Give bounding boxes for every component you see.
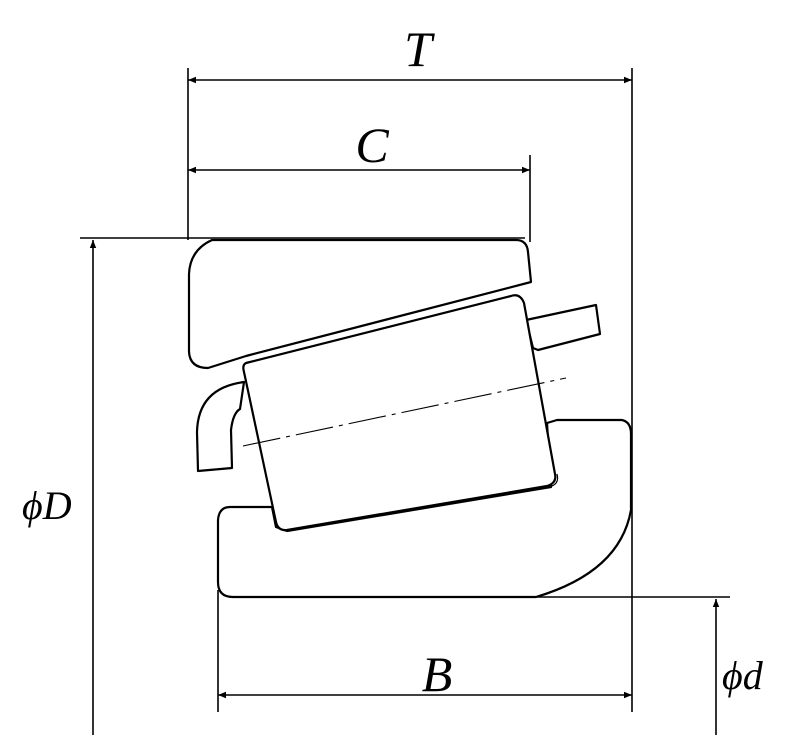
dimension-T: T	[188, 21, 632, 84]
inner-ring-rib-curve	[547, 473, 559, 488]
dimension-B: B	[218, 646, 632, 702]
dimension-d: ϕd	[712, 599, 764, 735]
dimension-C: C	[188, 117, 530, 174]
outer-ring	[187, 238, 533, 370]
label-T: T	[404, 21, 435, 77]
label-phi-d: ϕd	[722, 653, 764, 698]
label-phi-D: ϕD	[22, 483, 72, 528]
roller-center-line	[242, 377, 567, 447]
label-C: C	[355, 117, 389, 173]
dimension-D: ϕD	[22, 240, 97, 735]
label-B: B	[422, 646, 453, 702]
roller	[242, 294, 557, 532]
inner-ring	[216, 418, 633, 599]
cage-left	[195, 380, 246, 473]
cage-right	[524, 303, 602, 352]
